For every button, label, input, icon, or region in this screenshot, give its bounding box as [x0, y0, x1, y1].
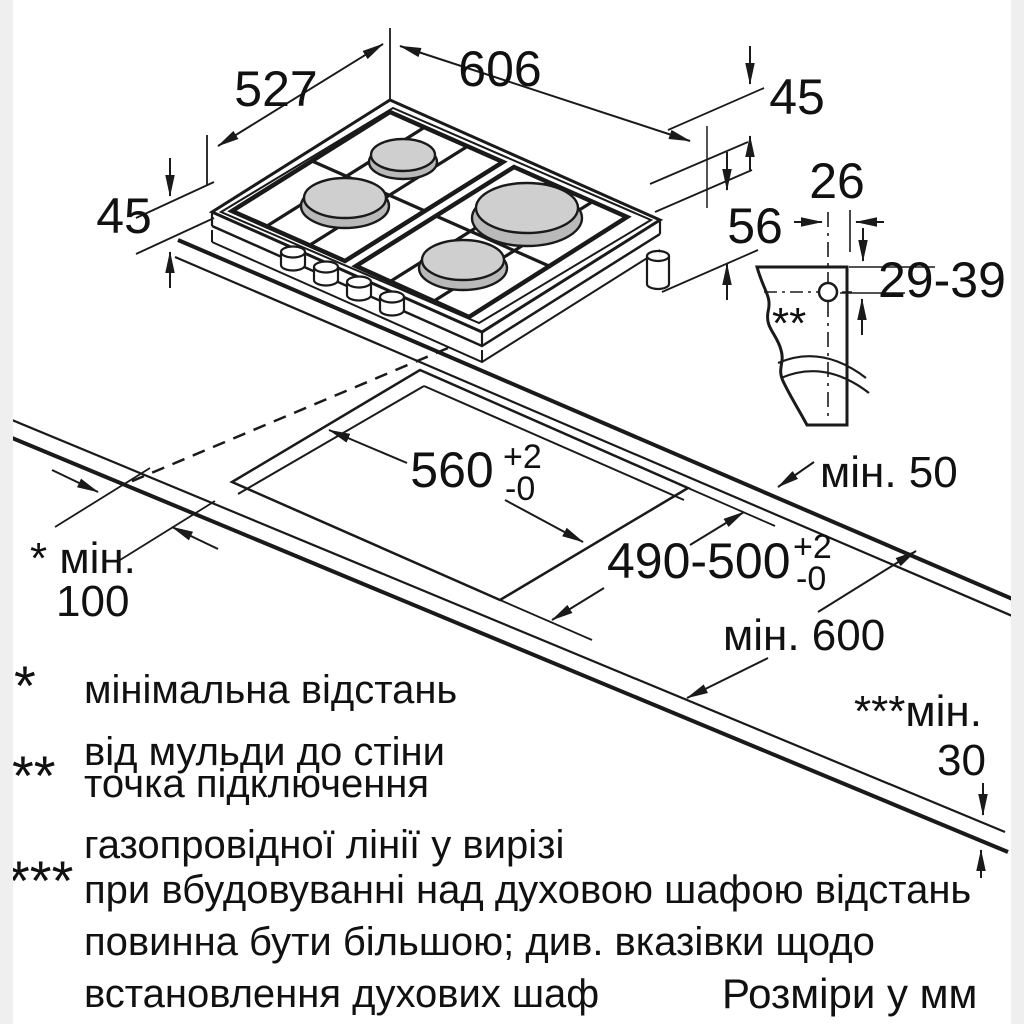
- dim-label-490-500-tol-plus: +2: [793, 528, 832, 566]
- dim-label-606: 606: [458, 41, 541, 97]
- worktop-front-edge: [0, 431, 1009, 854]
- burner-back: [367, 137, 439, 181]
- dim-label-26: 26: [809, 153, 865, 209]
- dim-label-490-500: 490-500: [607, 533, 791, 589]
- ext-tick: [54, 467, 151, 528]
- knob: [312, 260, 340, 287]
- label-min-600: мін. 600: [723, 611, 885, 660]
- min600-arrow-up: [817, 550, 917, 613]
- label-min-100-line2: 100: [56, 577, 129, 626]
- ext-tick: [135, 217, 215, 255]
- hob-body-drop: [211, 230, 483, 362]
- dim-arrow-up-right: [689, 511, 745, 546]
- connection-marker: **: [772, 299, 806, 348]
- min100-arrow-right: [51, 469, 99, 493]
- dim-label-527: 527: [234, 61, 317, 117]
- dim-label-45-left: 45: [96, 188, 152, 244]
- footnote-text: від мульди до стіни: [84, 730, 445, 774]
- label-min-50: мін. 50: [820, 448, 958, 497]
- gas-connection-point: [817, 281, 839, 303]
- ext-tick: [119, 500, 216, 561]
- footnote-text: встановлення духових шаф: [84, 972, 599, 1016]
- dim-label-560-tol-minus: -0: [505, 470, 535, 508]
- dim-line-606: [399, 45, 691, 142]
- dim-label-45-right: 45: [769, 69, 825, 125]
- ext-line: [687, 487, 776, 527]
- dim-label-490-500-tol-minus: -0: [796, 560, 826, 598]
- burner-front: [417, 238, 509, 292]
- cutout-inner-edge-left: [237, 385, 425, 495]
- ext-line: [499, 599, 593, 641]
- dim-leader-560-right: [504, 499, 584, 543]
- hob-dimensions: [135, 28, 765, 300]
- footnote-symbol: **: [12, 744, 56, 807]
- dim-label-560-tol-plus: +2: [503, 438, 542, 476]
- dim-arrow-down-left: [551, 587, 605, 621]
- label-min-30-line1: ***мін.: [854, 687, 982, 736]
- footnote-text: повинна бути більшою; див. вказівки щодо: [84, 920, 875, 964]
- min100-arrow-left: [171, 526, 219, 550]
- footnote-symbol: *: [14, 654, 36, 717]
- cutout-dimensions: [51, 429, 988, 878]
- footnotes: * мінімальна відстань від мульди до стін…: [8, 654, 977, 1017]
- photo-edge-left: [0, 0, 13, 1024]
- min600-arrow-down: [686, 657, 769, 699]
- footnote-text: газопровідної лінії у вирізі: [84, 823, 564, 867]
- ext-tick: [654, 169, 753, 213]
- knob: [279, 245, 307, 272]
- label-min-30-line2: 30: [937, 736, 986, 785]
- break-curve: [777, 355, 867, 379]
- dim-label-29-39: 29-39: [878, 252, 1006, 308]
- cutout-inner-edge-right: [423, 385, 685, 501]
- gas-connection-detail: [755, 210, 935, 427]
- units-note: Розміри у мм: [722, 970, 977, 1017]
- dim-label-56: 56: [727, 198, 783, 254]
- worktop-front-edge-inner: [0, 413, 1006, 834]
- ext-tick: [135, 181, 215, 219]
- footnote-symbol: ***: [8, 849, 73, 912]
- ext-tick: [661, 249, 759, 293]
- footnote-text: мінімальна відстань: [84, 668, 457, 712]
- break-curve: [780, 370, 870, 394]
- dim-line-527: [217, 43, 384, 147]
- hob-foot: [645, 249, 671, 291]
- hob-body-bottom: [211, 241, 661, 364]
- knob: [378, 290, 406, 317]
- burner-right: [470, 181, 584, 248]
- min50-arrow: [777, 461, 815, 488]
- projection-dashed-line: [129, 346, 449, 484]
- burners: [299, 137, 584, 292]
- hob-isometric-view: [208, 98, 671, 364]
- knob: [345, 275, 373, 302]
- ext-tick: [649, 141, 749, 185]
- control-knobs: [279, 245, 406, 317]
- hob-rim-inner: [218, 106, 654, 325]
- ext-tick: [667, 87, 765, 131]
- label-min-100-line1: * мін.: [30, 534, 136, 583]
- worktop-rear-edge-inner: [174, 255, 1024, 623]
- footnote-text: при вбудовуванні над духовою шафою відст…: [84, 868, 971, 912]
- connection-bracket-outline: [755, 265, 849, 427]
- photo-edge-right: [1011, 0, 1024, 1024]
- dim-leader-560-left: [328, 429, 408, 464]
- footnote-text: точка підключення: [84, 762, 429, 806]
- burner-left: [299, 176, 391, 230]
- worktop-rear-edge: [177, 238, 1024, 606]
- dim-label-560: 560: [410, 442, 493, 498]
